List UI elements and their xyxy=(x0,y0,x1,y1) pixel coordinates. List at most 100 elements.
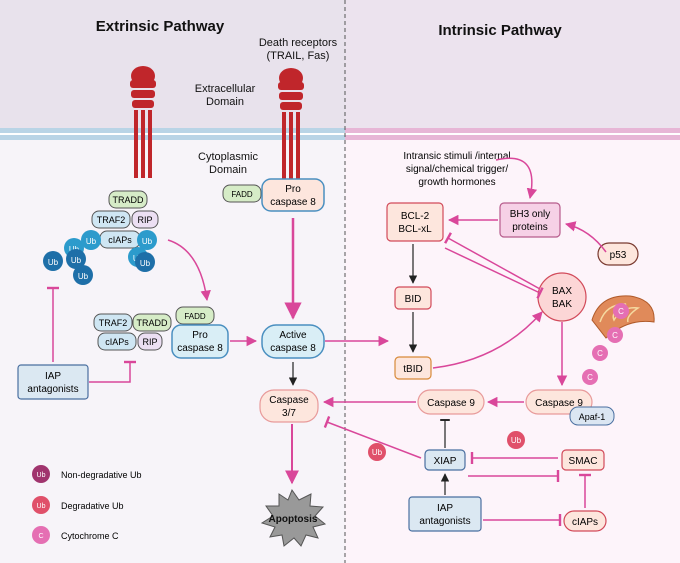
bid-label: BID xyxy=(405,294,422,305)
traf2-box-2 xyxy=(93,313,133,332)
ubiquitin-chain: Ub Ub Ub Ub Ub Ub Ub Ub xyxy=(43,230,157,285)
svg-text:Ub: Ub xyxy=(372,448,383,457)
fadd-label: FADD xyxy=(231,190,253,199)
svg-text:caspase 8: caspase 8 xyxy=(177,343,223,354)
bcl2-label: BCL-2 xyxy=(401,211,430,222)
legend-label: Cytochrome C xyxy=(61,531,119,541)
tbid-box xyxy=(394,356,432,380)
bcl2-box xyxy=(386,202,444,242)
svg-text:C: C xyxy=(587,373,593,382)
svg-text:Ub: Ub xyxy=(37,503,46,510)
cytochrome-c-group: C C C C xyxy=(582,303,629,385)
svg-text:growth hormones: growth hormones xyxy=(418,177,495,188)
ciaps-label: cIAPs xyxy=(108,235,132,245)
active-caspase8-label: Active xyxy=(279,330,307,341)
svg-text:Pro: Pro xyxy=(192,330,208,341)
pro-caspase8-box xyxy=(261,178,325,212)
intrinsic-black-arrows xyxy=(408,244,450,495)
svg-text:proteins: proteins xyxy=(512,222,548,233)
svg-text:RIP: RIP xyxy=(142,337,157,347)
smac-label: SMAC xyxy=(569,456,598,467)
svg-text:Ub: Ub xyxy=(71,256,82,265)
legend: Ub Non-degradative Ub Ub Degradative Ub … xyxy=(32,465,142,544)
bax-bak-circle xyxy=(537,272,587,322)
bid-box xyxy=(394,286,432,310)
legend-ub-degradative-icon xyxy=(32,496,50,514)
svg-text:BCL-xL: BCL-xL xyxy=(398,224,432,235)
ub-degradative-icon xyxy=(507,431,525,449)
tradd-label: TRADD xyxy=(113,195,144,205)
svg-text:antagonists: antagonists xyxy=(419,516,470,527)
fadd-box xyxy=(222,184,262,203)
svg-text:Ub: Ub xyxy=(37,472,46,479)
svg-text:caspase 8: caspase 8 xyxy=(270,197,316,208)
legend-cytochrome-c-icon xyxy=(32,526,50,544)
ciaps-box-3 xyxy=(563,510,607,532)
svg-text:Ub: Ub xyxy=(511,436,522,445)
ciaps-box-2 xyxy=(97,332,137,351)
bax-label: BAX xyxy=(552,286,572,297)
smac-box xyxy=(561,449,605,471)
cytoplasmic-label: Cytoplasmic xyxy=(198,151,258,163)
iap-antagonists-box xyxy=(17,364,89,400)
membrane-outer-right xyxy=(345,128,680,133)
xiap-label: XIAP xyxy=(434,456,457,467)
svg-text:TRADD: TRADD xyxy=(137,318,168,328)
caspase37-box xyxy=(259,389,319,423)
svg-text:Ub: Ub xyxy=(140,259,151,268)
caspase37-label: Caspase xyxy=(269,395,309,406)
p53-label: p53 xyxy=(610,250,627,261)
pro-caspase8-label: Pro xyxy=(285,184,301,195)
apaf1-box xyxy=(569,406,615,426)
membrane-inner-left xyxy=(0,135,345,140)
legend-label: Degradative Ub xyxy=(61,501,124,511)
membrane-inner-right xyxy=(345,135,680,140)
traf2-box xyxy=(91,210,131,229)
extrinsic-header: Extrinsic Pathway xyxy=(96,18,225,35)
intrinsic-header: Intrinsic Pathway xyxy=(438,22,562,39)
apaf1-label: Apaf-1 xyxy=(579,412,606,422)
apoptosis-burst xyxy=(260,488,327,547)
ub-degradative-icon xyxy=(368,443,386,461)
svg-text:TRAF2: TRAF2 xyxy=(99,318,128,328)
cytoplasmic-label-2: Domain xyxy=(209,164,247,176)
svg-text:IAP: IAP xyxy=(437,503,453,514)
bh3-label: BH3 only xyxy=(510,209,551,220)
tradd-box xyxy=(108,190,148,209)
tradd-box-2 xyxy=(132,313,172,332)
stimuli-label: Intransic stimuli /internal xyxy=(403,151,510,162)
svg-text:BAK: BAK xyxy=(552,299,572,310)
svg-text:3/7: 3/7 xyxy=(282,408,296,419)
caspase9-box xyxy=(417,389,485,415)
ciaps-label-3: cIAPs xyxy=(572,517,598,528)
svg-text:caspase 8: caspase 8 xyxy=(270,343,316,354)
svg-text:C: C xyxy=(612,331,618,340)
traf2-label: TRAF2 xyxy=(97,215,126,225)
svg-text:cIAPs: cIAPs xyxy=(105,337,129,347)
apoptosis-label: Apoptosis xyxy=(269,514,318,525)
active-caspase8-box xyxy=(261,324,325,359)
legend-ub-nondegradative-icon xyxy=(32,465,50,483)
intrinsic-arrows xyxy=(322,157,607,526)
death-receptor-icon xyxy=(278,68,304,180)
iap-antagonists-label: IAP xyxy=(45,371,61,382)
svg-text:Ub: Ub xyxy=(86,237,97,246)
bh3-box xyxy=(499,202,561,238)
iap-antagonists-box-2 xyxy=(408,496,482,532)
svg-text:C: C xyxy=(38,533,43,540)
svg-text:C: C xyxy=(597,349,603,358)
legend-label: Non-degradative Ub xyxy=(61,470,142,480)
extrinsic-arrows xyxy=(47,218,390,485)
p53-box xyxy=(597,242,639,266)
membrane-outer-left xyxy=(0,128,345,133)
svg-text:Ub: Ub xyxy=(48,258,59,267)
svg-text:signal/chemical trigger/: signal/chemical trigger/ xyxy=(406,164,508,175)
xiap-box xyxy=(424,449,466,471)
caspase9-label: Caspase 9 xyxy=(427,398,475,409)
rip-label: RIP xyxy=(137,215,152,225)
pro-caspase8-box-2 xyxy=(171,324,229,359)
rip-box xyxy=(131,210,159,229)
death-receptors-label: Death receptors xyxy=(259,37,338,49)
fadd-box-2 xyxy=(175,306,215,325)
